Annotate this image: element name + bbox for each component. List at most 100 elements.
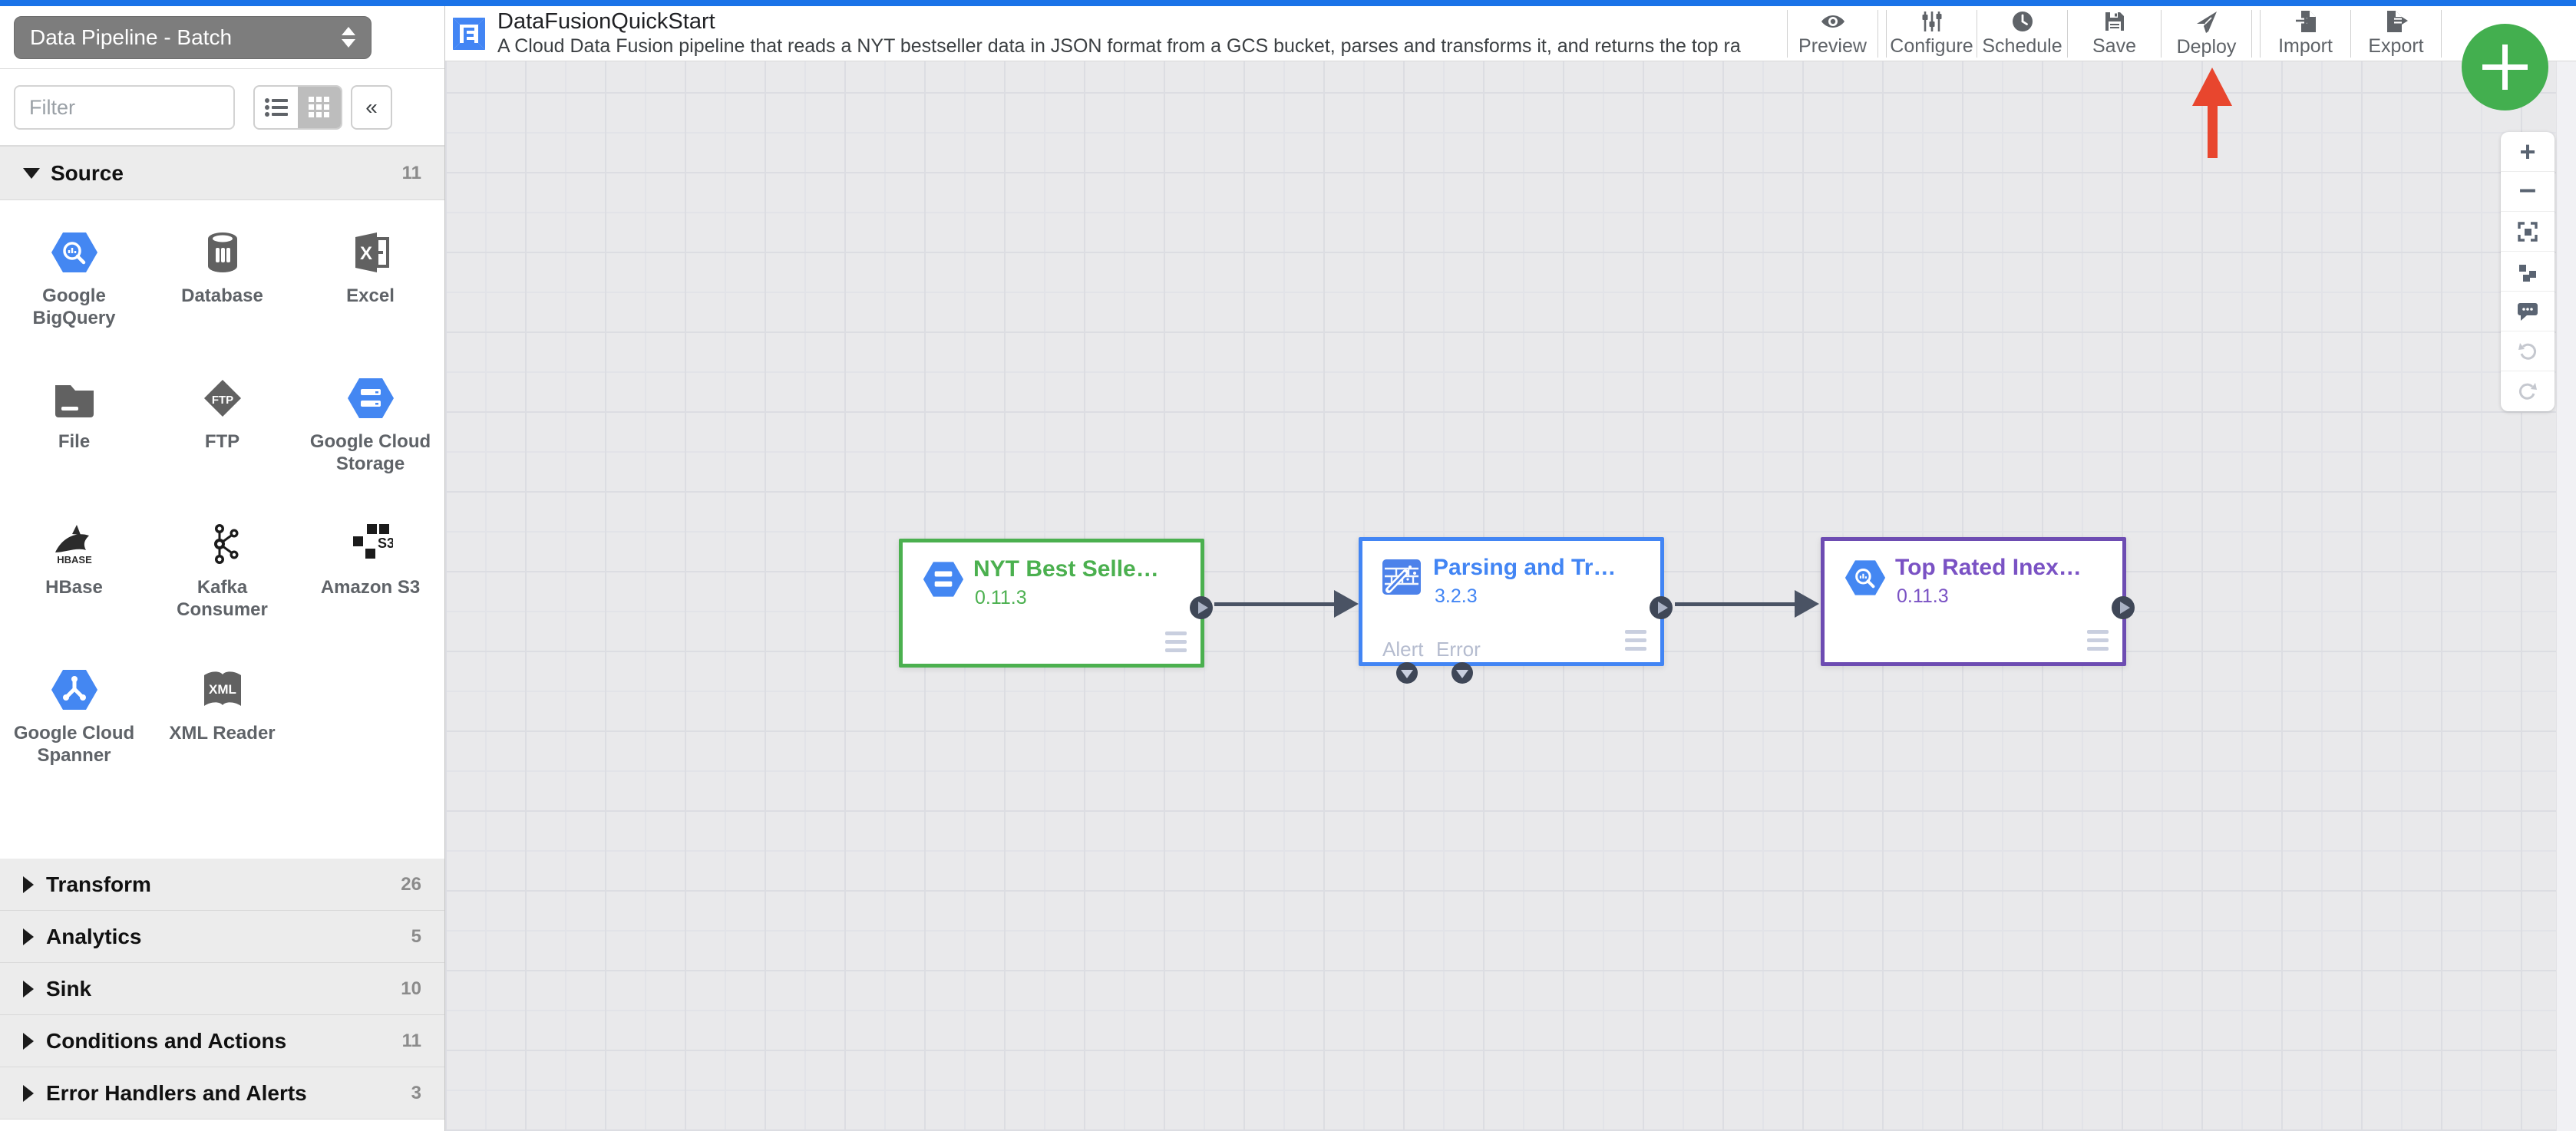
plugin-google-bigquery[interactable]: Google BigQuery — [0, 202, 148, 348]
connection-line[interactable] — [1214, 602, 1336, 606]
node-output-port[interactable] — [2112, 596, 2135, 619]
section-label: Transform — [46, 872, 151, 896]
node-menu-icon[interactable] — [1625, 630, 1646, 655]
section-header-sink[interactable]: Sink 10 — [0, 963, 444, 1015]
plugin-google-cloud-spanner[interactable]: Google Cloud Spanner — [0, 639, 148, 785]
node-nyt-best-sellers[interactable]: NYT Best Selle… 0.11.3 — [899, 539, 1213, 668]
grid-icon — [309, 97, 329, 117]
canvas-right-strip — [2556, 61, 2576, 1131]
plus-icon: + — [2519, 135, 2536, 167]
node-parsing-and-transform[interactable]: Parsing and Tr… 3.2.3 Alert Error — [1359, 537, 1673, 684]
zoom-in-button[interactable]: + — [2501, 132, 2555, 172]
toolbar-divider — [2350, 10, 2351, 58]
grid-view-button[interactable] — [298, 87, 341, 128]
plugin-ftp[interactable]: FTP FTP — [148, 348, 296, 493]
schedule-button[interactable]: Schedule — [1977, 6, 2067, 61]
import-button[interactable]: Import — [2261, 6, 2350, 61]
toolbar-group-divider — [1878, 10, 1887, 58]
wrangler-icon — [1382, 559, 1421, 595]
ftp-icon: FTP — [203, 379, 241, 417]
configure-button[interactable]: Configure — [1887, 6, 1977, 61]
redo-icon — [2518, 383, 2537, 400]
plugin-xml-reader[interactable]: XML XML Reader — [148, 639, 296, 785]
floppy-icon — [2105, 12, 2124, 31]
add-entity-button[interactable] — [2462, 24, 2548, 110]
button-label: Configure — [1890, 35, 1973, 57]
svg-text:XML: XML — [209, 682, 236, 697]
button-label: Preview — [1798, 35, 1867, 57]
plugin-label: Google Cloud Storage — [309, 431, 431, 474]
list-icon — [265, 98, 288, 117]
pipeline-toolbar: Preview Configure Schedule — [1787, 6, 2442, 61]
canvas-controls-panel: + – — [2501, 132, 2555, 411]
undo-button[interactable] — [2501, 331, 2555, 371]
plugin-amazon-s3[interactable]: S3 Amazon S3 — [296, 493, 444, 639]
connection-line[interactable] — [1675, 602, 1796, 606]
plugin-file[interactable]: File — [0, 348, 148, 493]
pipeline-type-dropdown[interactable]: Data Pipeline - Batch — [14, 15, 372, 59]
node-menu-icon[interactable] — [2087, 630, 2109, 655]
view-toggle — [253, 85, 342, 130]
save-button[interactable]: Save — [2068, 6, 2161, 61]
button-label: Deploy — [2176, 36, 2237, 58]
svg-text:X: X — [360, 243, 372, 264]
alert-port[interactable] — [1396, 662, 1418, 684]
section-header-analytics[interactable]: Analytics 5 — [0, 911, 444, 963]
bigquery-icon — [1844, 560, 1886, 595]
auto-align-button[interactable] — [2501, 252, 2555, 292]
section-header-error-handlers-and-alerts[interactable]: Error Handlers and Alerts 3 — [0, 1067, 444, 1119]
filter-input[interactable] — [14, 85, 235, 130]
fit-to-screen-button[interactable] — [2501, 212, 2555, 252]
pipeline-canvas[interactable]: NYT Best Selle… 0.11.3 — [445, 61, 2576, 1131]
caret-right-icon — [23, 875, 34, 893]
button-label: Schedule — [1982, 35, 2062, 57]
plugin-excel[interactable]: X Excel — [296, 202, 444, 348]
section-count: 3 — [411, 1082, 421, 1103]
top-accent-bar — [0, 0, 2576, 6]
plus-icon — [2502, 45, 2508, 90]
section-count: 10 — [401, 978, 421, 999]
plugin-database[interactable]: Database — [148, 202, 296, 348]
node-top-rated-inexpensive[interactable]: Top Rated Inex… 0.11.3 — [1821, 537, 2135, 666]
error-port[interactable] — [1451, 662, 1473, 684]
error-port-label: Error — [1436, 638, 1481, 661]
file-folder-icon — [54, 385, 94, 417]
plugin-kafka-consumer[interactable]: Kafka Consumer — [148, 493, 296, 639]
comment-icon — [2518, 302, 2538, 321]
pipeline-type-row: Data Pipeline - Batch — [0, 6, 444, 69]
pipeline-titles: DataFusionQuickStart A Cloud Data Fusion… — [497, 9, 1741, 58]
plugin-google-cloud-storage[interactable]: Google Cloud Storage — [296, 348, 444, 493]
pipeline-description: A Cloud Data Fusion pipeline that reads … — [497, 35, 1741, 57]
database-icon — [207, 232, 237, 272]
hbase-icon: HBASE — [54, 525, 92, 566]
section-header-source[interactable]: Source 11 — [0, 146, 444, 200]
pipeline-type-label: Data Pipeline - Batch — [30, 25, 233, 49]
arrow-stem — [2208, 104, 2218, 158]
section-header-transform[interactable]: Transform 26 — [0, 859, 444, 911]
node-output-port[interactable] — [1190, 596, 1213, 619]
caret-right-icon — [23, 928, 34, 945]
list-view-button[interactable] — [255, 87, 298, 128]
node-output-port[interactable] — [1650, 596, 1673, 619]
node-title: NYT Best Selle… — [973, 556, 1159, 582]
zoom-out-button[interactable]: – — [2501, 172, 2555, 212]
export-button[interactable]: Export — [2351, 6, 2441, 61]
button-label: Import — [2278, 35, 2333, 57]
node-menu-icon[interactable] — [1165, 631, 1187, 657]
comments-button[interactable] — [2501, 292, 2555, 331]
section-header-conditions-and-actions[interactable]: Conditions and Actions 11 — [0, 1015, 444, 1067]
node-title: Parsing and Tr… — [1433, 555, 1617, 580]
plugin-hbase[interactable]: HBASE HBase — [0, 493, 148, 639]
plugin-label: Kafka Consumer — [177, 577, 268, 620]
deploy-button[interactable]: Deploy — [2162, 6, 2251, 61]
export-icon — [2386, 11, 2408, 32]
data-fusion-logo — [453, 17, 485, 50]
node-version: 3.2.3 — [1435, 585, 1478, 607]
plugin-label: Database — [181, 285, 263, 306]
preview-button[interactable]: Preview — [1788, 6, 1878, 61]
xml-reader-icon: XML — [203, 671, 241, 706]
toolbar-divider — [2441, 10, 2442, 58]
cloud-storage-icon — [347, 378, 394, 418]
collapse-sidebar-button[interactable]: « — [351, 85, 392, 130]
redo-button[interactable] — [2501, 371, 2555, 411]
